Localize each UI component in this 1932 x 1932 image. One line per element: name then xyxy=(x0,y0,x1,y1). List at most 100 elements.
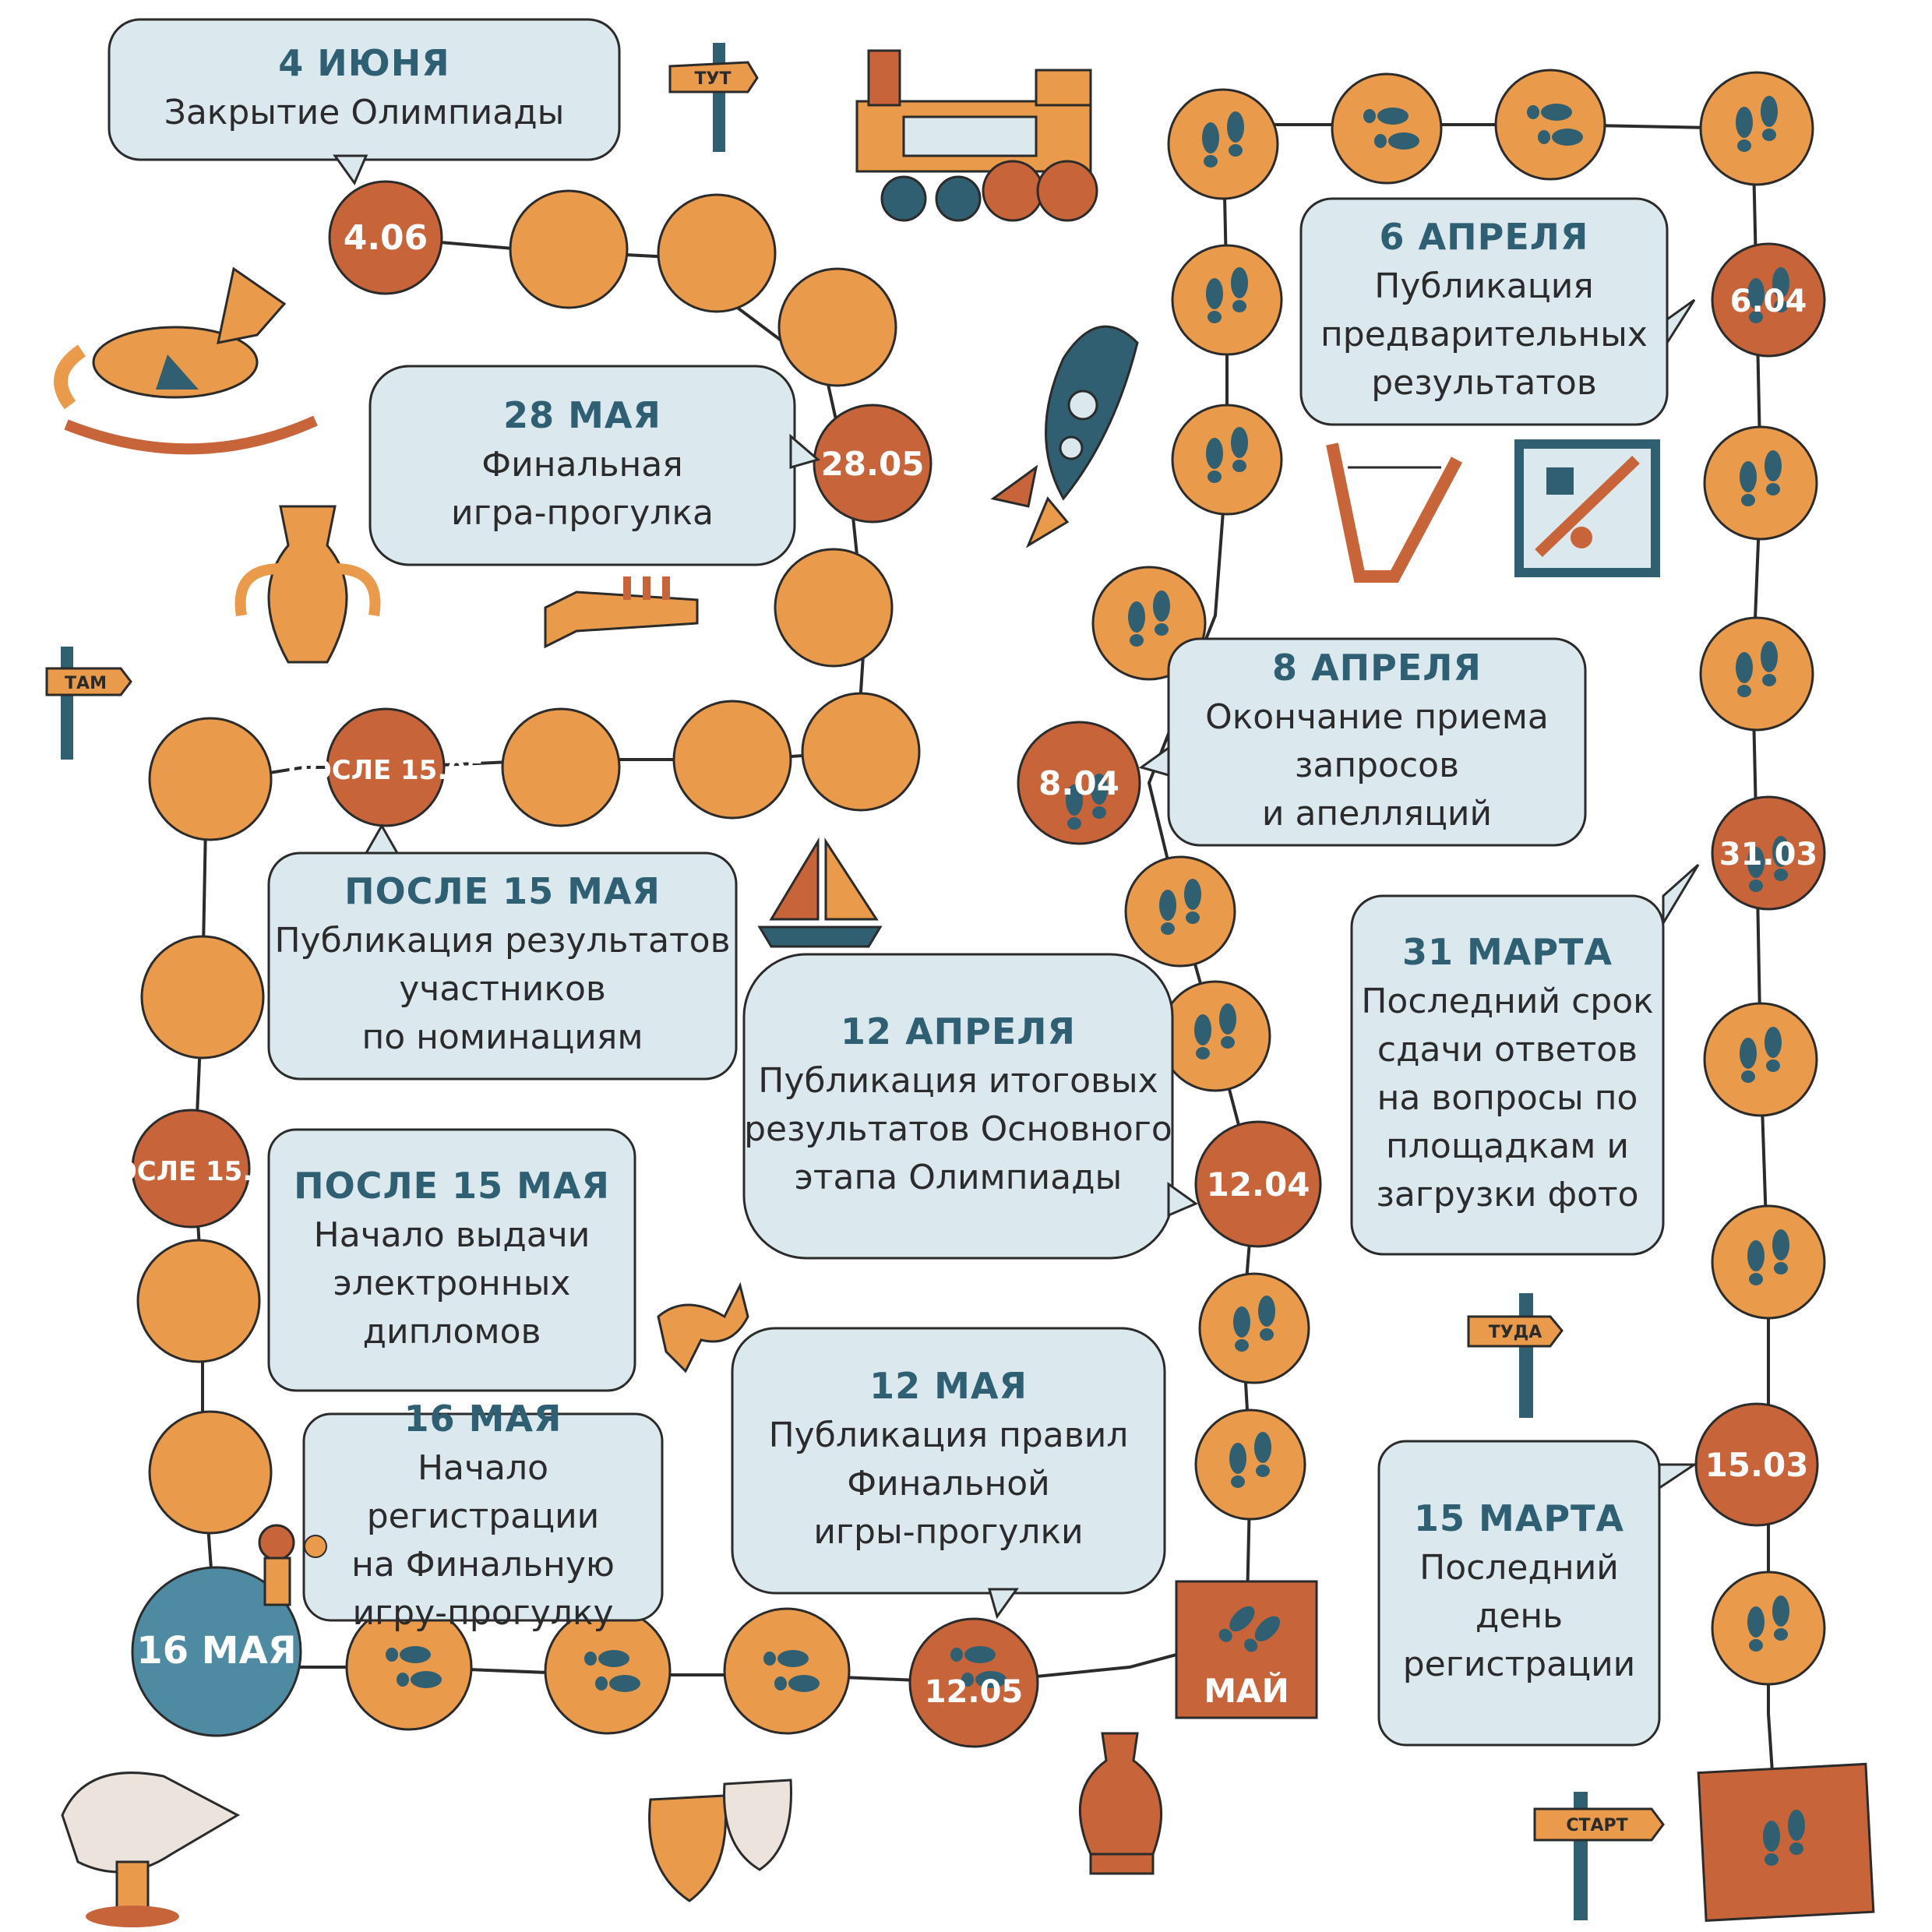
antelope-illustration xyxy=(657,1282,749,1373)
bubble-16-may: 16 МАЯ Начало регистрации на Финальную и… xyxy=(304,1398,662,1633)
milestone-604: 6.04 xyxy=(1711,242,1826,358)
milestone-after-1505-top: ПОСЛЕ 15.05 xyxy=(287,707,485,827)
milestone-1503: 15.03 xyxy=(1694,1402,1819,1527)
milestone-2805: 28.05 xyxy=(813,404,933,524)
milestone-after-1505-left: ПОСЛЕ 15.05 xyxy=(92,1109,290,1229)
bubble-line: дипломов xyxy=(362,1311,541,1352)
bubble-8-april: 8 АПРЕЛЯ Окончание приема запросов и апе… xyxy=(1169,639,1585,845)
bubble-line: и апелляций xyxy=(1261,793,1493,834)
bubble-line: регистрации xyxy=(1402,1645,1636,1684)
bubble-line: игру-прогулку xyxy=(352,1592,614,1633)
bubble-line: Публикация итоговых xyxy=(758,1061,1158,1101)
svg-text:15.03: 15.03 xyxy=(1705,1446,1809,1484)
bubble-heading: 4 ИЮНЯ xyxy=(278,42,450,84)
bubble-heading: ПОСЛЕ 15 МАЯ xyxy=(344,870,661,912)
bubble-line: запросов xyxy=(1294,745,1460,785)
bubble-heading: 8 АПРЕЛЯ xyxy=(1272,646,1482,689)
bubble-31-march: 31 МАРТА Последний срок сдачи ответов на… xyxy=(1352,896,1663,1254)
bubble-line: Закрытие Олимпиады xyxy=(164,93,565,132)
bubble-line: электронных xyxy=(333,1263,571,1303)
painting-illustration xyxy=(1514,439,1660,577)
bubble-line: Последний срок xyxy=(1361,982,1654,1021)
bubble-line: игра-прогулка xyxy=(451,492,714,533)
bubble-heading: 12 МАЯ xyxy=(869,1365,1028,1407)
milestone-3103: 31.03 xyxy=(1711,795,1826,911)
bubble-line: игры-прогулки xyxy=(813,1512,1084,1552)
bubble-line: Последний xyxy=(1419,1548,1619,1588)
svg-text:16 МАЯ: 16 МАЯ xyxy=(136,1629,296,1673)
bubble-heading: 28 МАЯ xyxy=(503,393,661,436)
milestone-1205: 12.05 xyxy=(908,1617,1039,1748)
speech-bubbles xyxy=(108,18,1700,1747)
svg-text:8.04: 8.04 xyxy=(1038,764,1119,802)
milestone-804: 8.04 xyxy=(1017,721,1141,845)
svg-text:МАЙ: МАЙ xyxy=(1204,1671,1289,1710)
sailboat-illustration xyxy=(757,837,883,948)
bubble-line: Публикация правил xyxy=(768,1416,1129,1455)
svg-text:6.04: 6.04 xyxy=(1730,284,1807,319)
vase-illustration xyxy=(234,505,381,664)
sign-tut: ТУТ xyxy=(668,43,759,152)
bubble-line: Окончание приема xyxy=(1205,696,1549,737)
bubble-heading: 31 МАРТА xyxy=(1401,931,1613,973)
bubble-heading: 16 МАЯ xyxy=(404,1397,562,1440)
start-square xyxy=(1697,1762,1875,1922)
bubble-28-may: 28 МАЯ Финальная игра-прогулка xyxy=(370,366,795,565)
bubble-heading: 6 АПРЕЛЯ xyxy=(1379,216,1589,258)
milestone-may: МАЙ xyxy=(1175,1580,1318,1719)
rocking-horse-illustration xyxy=(54,266,318,455)
bubble-line: площадкам и xyxy=(1386,1126,1629,1166)
sign-tuda: ТУДА xyxy=(1467,1293,1564,1418)
svg-text:ТУТ: ТУТ xyxy=(695,69,732,89)
child-illustration xyxy=(258,1524,327,1606)
theatre-masks-illustration xyxy=(648,1779,792,1902)
bubble-line: Финальная xyxy=(481,444,683,485)
bubble-line: на вопросы по xyxy=(1377,1078,1638,1118)
bubble-4-june: 4 ИЮНЯ Закрытие Олимпиады xyxy=(109,19,619,160)
svg-text:ТАМ: ТАМ xyxy=(65,674,107,693)
bubble-line: Начало выдачи xyxy=(313,1215,591,1255)
bubble-line: Финальной xyxy=(847,1464,1050,1504)
svg-text:4.06: 4.06 xyxy=(344,218,428,258)
bubble-line: Публикация xyxy=(1374,266,1594,306)
bubble-line: результатов Основного xyxy=(744,1109,1172,1149)
bubble-after-15-may-diplomas: ПОСЛЕ 15 МАЯ Начало выдачи электронных д… xyxy=(269,1130,635,1391)
bubble-line: этапа Олимпиады xyxy=(794,1158,1123,1197)
bubble-heading: 15 МАРТА xyxy=(1413,1497,1625,1539)
bubble-line: на Финальную xyxy=(351,1544,615,1585)
bubble-line: по номинациям xyxy=(361,1017,643,1057)
bubble-15-march: 15 МАРТА Последний день регистрации xyxy=(1379,1441,1659,1745)
svg-text:СТАРТ: СТАРТ xyxy=(1566,1816,1627,1835)
bubble-6-april: 6 АПРЕЛЯ Публикация предварительных резу… xyxy=(1301,199,1667,425)
svg-text:ТУДА: ТУДА xyxy=(1489,1323,1542,1342)
sign-start: СТАРТ xyxy=(1533,1792,1665,1920)
milestone-406: 4.06 xyxy=(328,180,443,295)
bubble-after-15-may-results: ПОСЛЕ 15 МАЯ Публикация результатов учас… xyxy=(269,853,736,1079)
bubble-heading: 12 АПРЕЛЯ xyxy=(841,1010,1076,1052)
bubble-line: участников xyxy=(399,969,606,1009)
path-circles xyxy=(136,69,1826,1735)
bubble-line: предварительных xyxy=(1320,315,1648,354)
milestone-16may: 16 МАЯ xyxy=(131,1566,302,1737)
svg-text:ПОСЛЕ 15.05: ПОСЛЕ 15.05 xyxy=(92,1156,289,1187)
skull-illustration xyxy=(61,1772,241,1927)
svg-text:12.04: 12.04 xyxy=(1207,1165,1310,1204)
bubble-12-april: 12 АПРЕЛЯ Публикация итоговых результато… xyxy=(744,954,1172,1258)
trumpet-illustration xyxy=(544,576,699,649)
milestone-1204: 12.04 xyxy=(1194,1120,1322,1248)
bubble-line: Начало регистрации xyxy=(366,1447,600,1536)
sign-tam: ТАМ xyxy=(45,647,132,760)
svg-text:12.05: 12.05 xyxy=(925,1674,1024,1710)
bubble-12-may: 12 МАЯ Публикация правил Финальной игры-… xyxy=(732,1328,1165,1593)
bubble-line: сдачи ответов xyxy=(1377,1030,1638,1070)
svg-text:28.05: 28.05 xyxy=(821,445,925,483)
bubble-line: Публикация результатов xyxy=(274,921,731,961)
svg-text:ПОСЛЕ 15.05: ПОСЛЕ 15.05 xyxy=(287,755,484,786)
train-illustration xyxy=(855,49,1098,222)
bubble-line: день xyxy=(1475,1596,1564,1636)
bubble-heading: ПОСЛЕ 15 МАЯ xyxy=(294,1164,610,1207)
amphora-illustration xyxy=(1078,1732,1163,1875)
bubble-line: результатов xyxy=(1371,363,1597,403)
rocket-illustration xyxy=(990,325,1139,548)
harp-illustration xyxy=(1326,442,1463,583)
